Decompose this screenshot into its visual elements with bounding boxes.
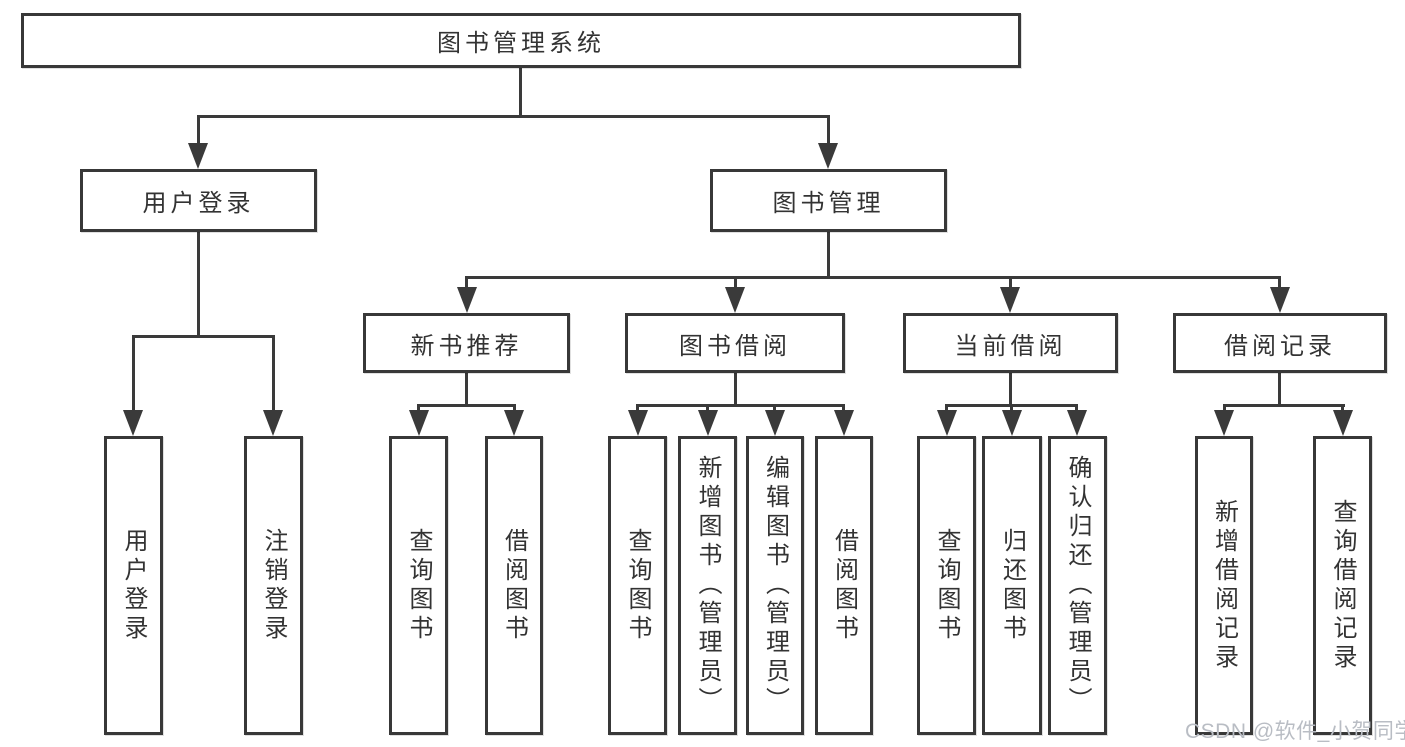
arrow-down-icon	[263, 410, 283, 436]
leaf-br-add-record: 新增借阅记录	[1195, 436, 1253, 735]
arrow-down-icon	[937, 410, 957, 436]
connector-drop	[417, 404, 420, 413]
connector-drop	[1223, 404, 1226, 413]
leaf-cb-confirm-return-admin: 确认归还（管理员）	[1048, 436, 1107, 735]
arrow-down-icon	[457, 287, 477, 313]
connector-drop	[1341, 404, 1344, 413]
leaf-nbr-query-books: 查询图书	[389, 436, 448, 735]
connector-drop	[1010, 404, 1013, 413]
leaf-logout: 注销登录	[244, 436, 303, 735]
connector-drop	[842, 404, 845, 413]
watermark: CSDN @软件_小贺同学	[1185, 720, 1405, 743]
arrow-down-icon	[1270, 287, 1290, 313]
node-book-management: 图书管理	[710, 169, 947, 232]
connector-nbr-bus	[417, 404, 516, 407]
leaf-bb-add-books-admin: 新增图书（管理员）	[678, 436, 737, 735]
connector-drop	[706, 404, 709, 413]
arrow-down-icon	[188, 143, 208, 169]
node-new-book-recommend: 新书推荐	[363, 313, 570, 373]
connector-nbr-stem	[465, 373, 468, 407]
arrow-down-icon	[818, 143, 838, 169]
connector-book-management-stem	[827, 232, 830, 279]
arrow-down-icon	[765, 410, 785, 436]
leaf-bb-query-books: 查询图书	[608, 436, 667, 735]
leaf-bb-edit-books-admin: 编辑图书（管理员）	[746, 436, 804, 735]
connector-user-login-stem	[197, 232, 200, 338]
connector-drop-book-borrow	[734, 276, 737, 293]
leaf-bb-borrow-books: 借阅图书	[815, 436, 873, 735]
connector-drop	[636, 404, 639, 413]
connector-root-stem	[519, 68, 522, 118]
connector-cb-stem	[1009, 373, 1012, 407]
leaf-cb-query-books: 查询图书	[917, 436, 976, 735]
connector-drop	[945, 404, 948, 413]
node-current-borrow: 当前借阅	[903, 313, 1118, 373]
leaf-br-query-record: 查询借阅记录	[1313, 436, 1372, 735]
connector-br-stem	[1278, 373, 1281, 407]
connector-drop	[773, 404, 776, 413]
arrow-down-icon	[504, 410, 524, 436]
node-book-borrow: 图书借阅	[625, 313, 845, 373]
connector-bb-bus	[636, 404, 845, 407]
connector-drop-leaf-login	[132, 335, 135, 412]
arrow-down-icon	[123, 410, 143, 436]
node-borrow-records: 借阅记录	[1173, 313, 1387, 373]
arrow-down-icon	[1333, 410, 1353, 436]
connector-drop-user-login	[197, 115, 200, 148]
connector-br-bus	[1223, 404, 1345, 407]
connector-drop	[513, 404, 516, 413]
connector-root-bus	[197, 115, 830, 118]
leaf-nbr-borrow-books: 借阅图书	[485, 436, 543, 735]
connector-book-management-bus	[465, 276, 1281, 279]
leaf-user-login: 用户登录	[104, 436, 163, 735]
node-root: 图书管理系统	[21, 13, 1021, 68]
connector-drop-leaf-logout	[272, 335, 275, 412]
connector-user-login-bus	[132, 335, 275, 338]
arrow-down-icon	[725, 287, 745, 313]
arrow-down-icon	[834, 410, 854, 436]
connector-bb-stem	[734, 373, 737, 407]
leaf-cb-return-books: 归还图书	[982, 436, 1042, 735]
connector-drop	[1075, 404, 1078, 413]
arrow-down-icon	[698, 410, 718, 436]
connector-drop-new-book	[465, 276, 468, 293]
node-user-login: 用户登录	[80, 169, 317, 232]
arrow-down-icon	[1214, 410, 1234, 436]
arrow-down-icon	[1002, 410, 1022, 436]
connector-drop-current-borrow	[1009, 276, 1012, 293]
connector-drop-book-management	[827, 115, 830, 148]
arrow-down-icon	[409, 410, 429, 436]
arrow-down-icon	[1067, 410, 1087, 436]
arrow-down-icon	[1000, 287, 1020, 313]
connector-drop-borrow-records	[1278, 276, 1281, 293]
arrow-down-icon	[628, 410, 648, 436]
